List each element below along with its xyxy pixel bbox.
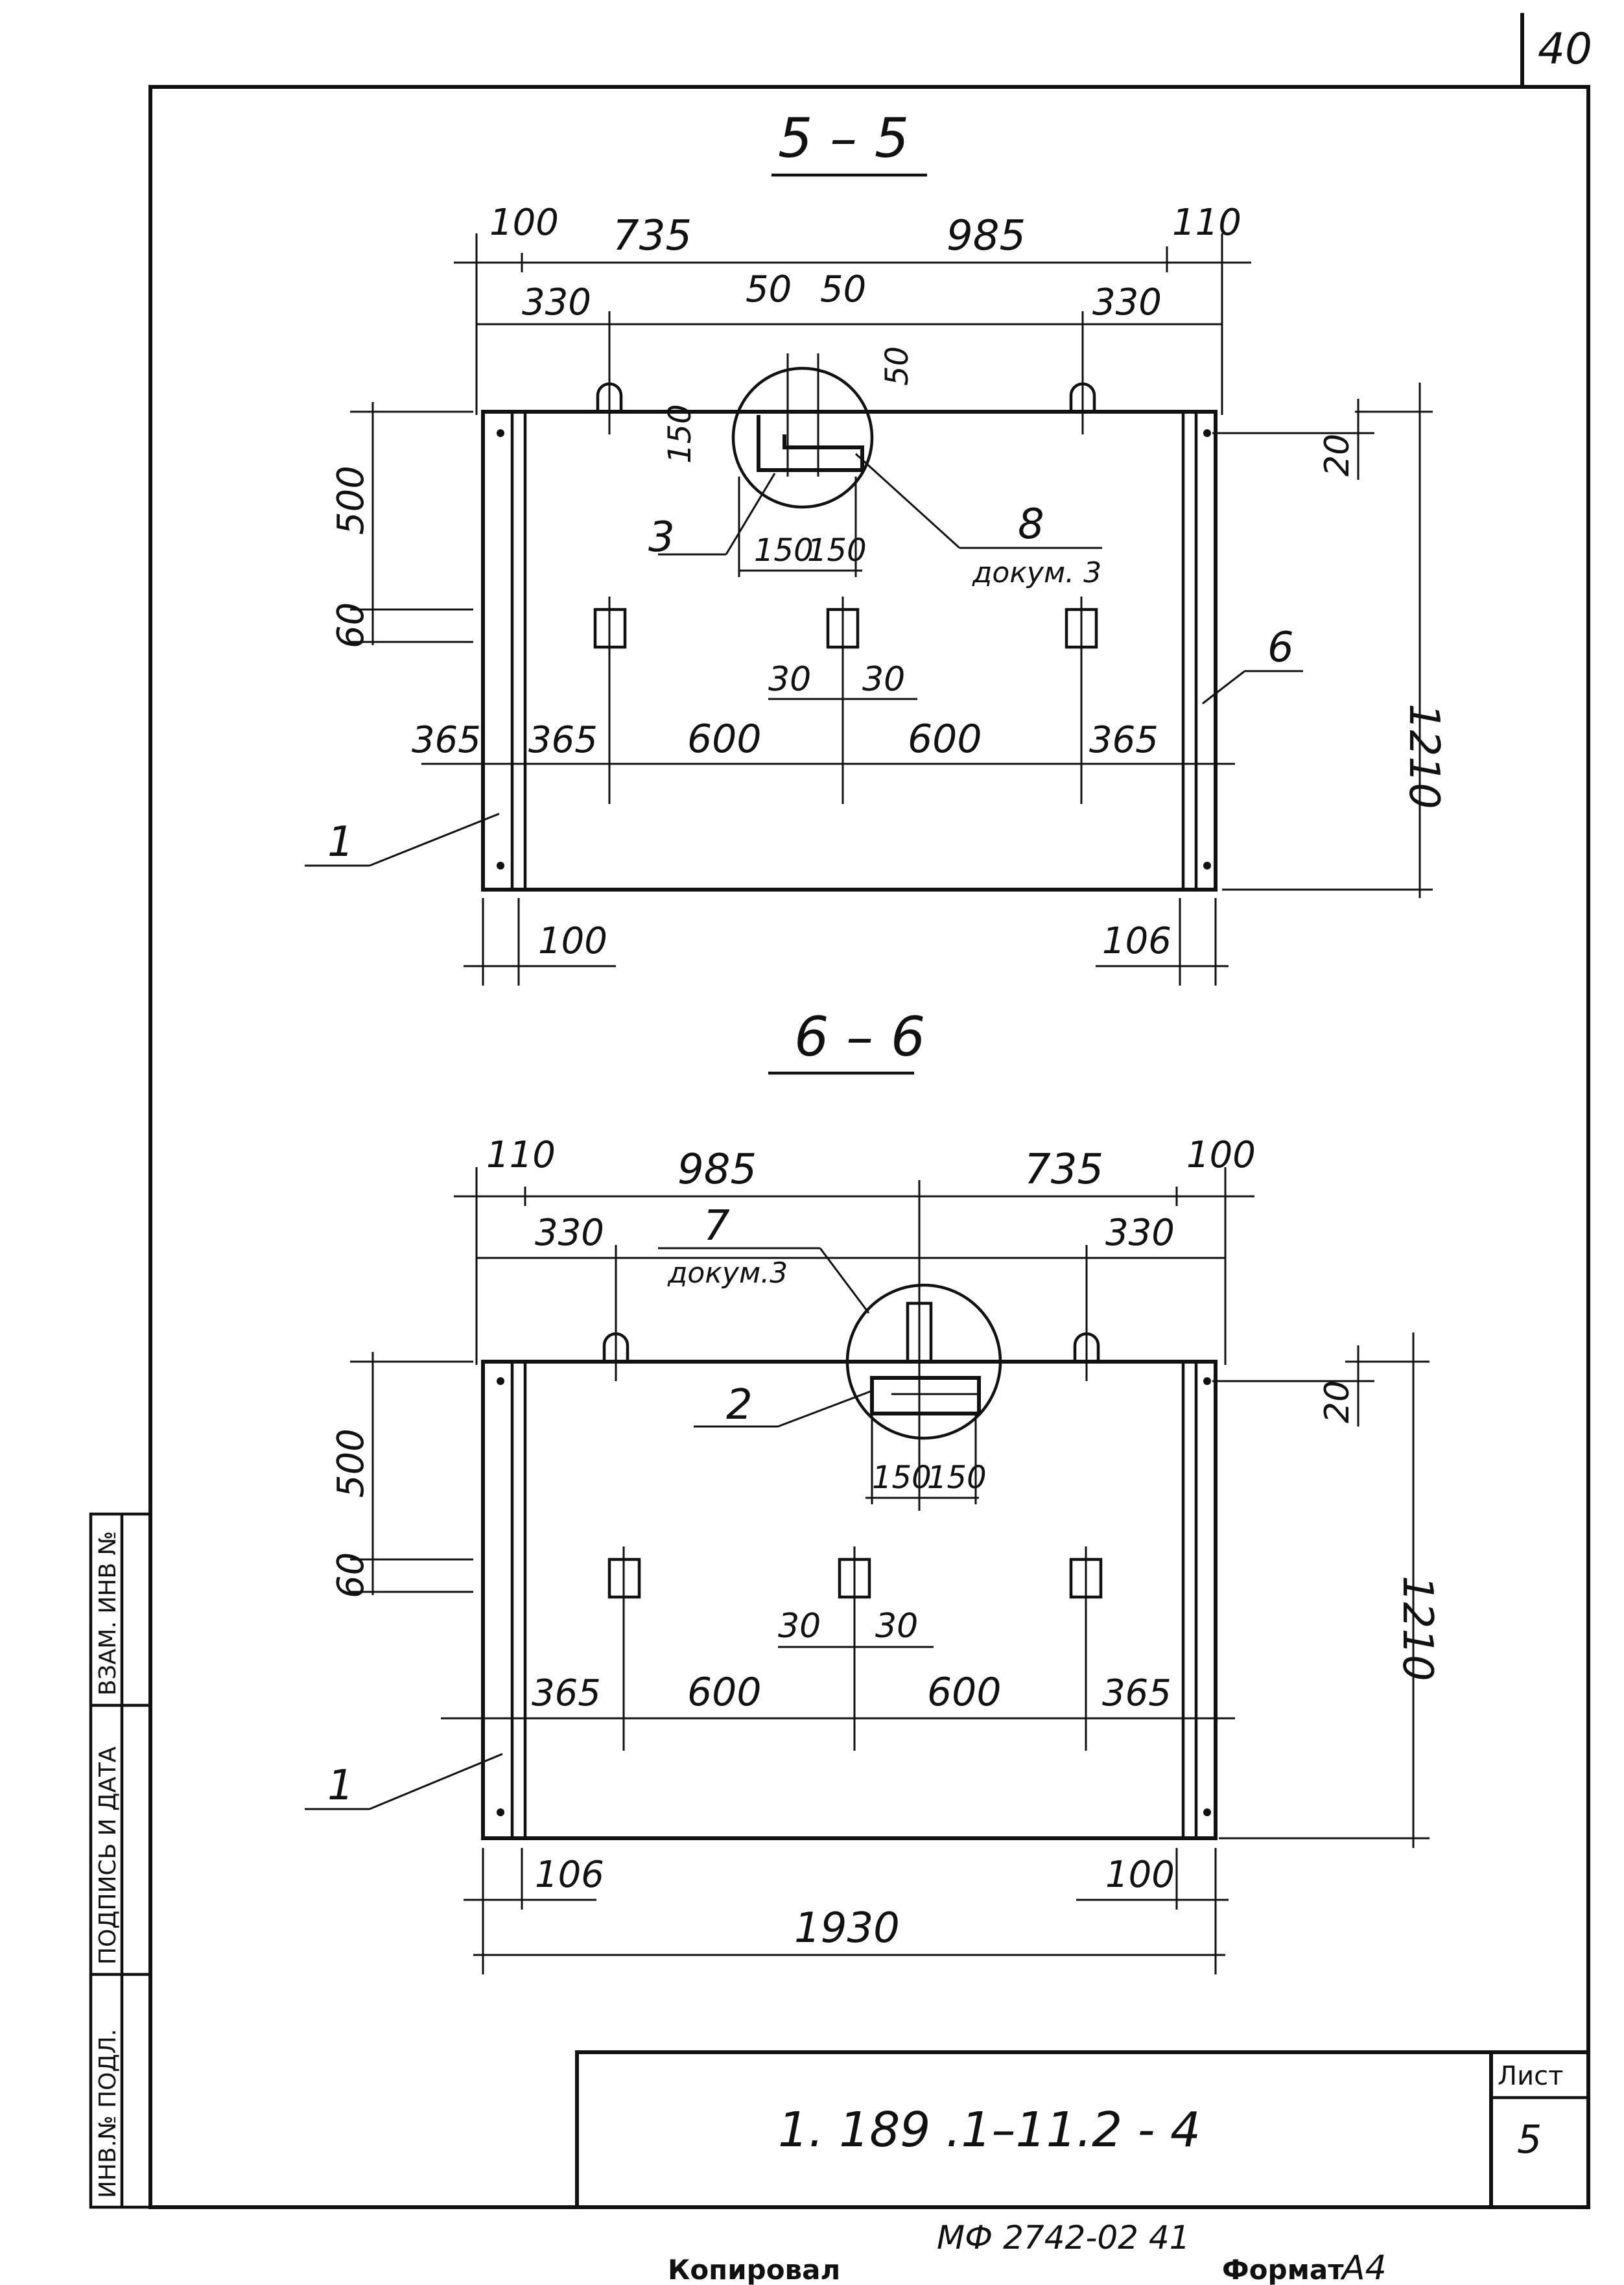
drawing-frame bbox=[148, 13, 1590, 2209]
dim-label: 365 bbox=[528, 719, 598, 761]
dim-label: 30 bbox=[768, 660, 811, 699]
dim-label: 100 bbox=[538, 920, 607, 962]
dim-label: 600 bbox=[687, 716, 762, 762]
dim-label: 365 bbox=[412, 719, 481, 761]
dim-label: 150 bbox=[662, 404, 698, 464]
dim-label: 50 bbox=[746, 268, 792, 311]
dim-label: 330 bbox=[522, 281, 591, 324]
callout-8-ref: докум. 3 bbox=[972, 556, 1101, 589]
dim-label: 365 bbox=[1102, 1672, 1171, 1714]
dim-label: 735 bbox=[613, 212, 692, 260]
dim-label: 106 bbox=[535, 1854, 604, 1896]
dim-label: 1210 bbox=[1400, 704, 1448, 809]
copied-label: Копировал bbox=[668, 2254, 840, 2285]
callout-8: 8 bbox=[1018, 501, 1044, 549]
sheet-label: Лист bbox=[1498, 2061, 1563, 2091]
title-block: 1. 189 .1–11.2 - 4 Лист 5 bbox=[575, 2050, 1590, 2209]
dim-label: 50 bbox=[879, 346, 915, 386]
block-outline-6-6 bbox=[481, 1360, 1218, 1840]
block-outline-5-5 bbox=[481, 410, 1218, 892]
dim-label: 30 bbox=[875, 1607, 918, 1646]
dim-label: 600 bbox=[908, 716, 982, 762]
dim-label: 100 bbox=[489, 202, 559, 244]
dim-label: 20 bbox=[1318, 1380, 1357, 1423]
dim-label: 60 bbox=[330, 1552, 372, 1598]
section-5-5: 5 – 5 100 bbox=[305, 106, 1448, 986]
dim-label: 330 bbox=[1105, 1212, 1175, 1254]
corner-sheet-number: 40 bbox=[1538, 24, 1592, 74]
callout-6: 6 bbox=[1267, 624, 1294, 672]
dim-label: 60 bbox=[330, 602, 372, 648]
dim-label: 330 bbox=[535, 1212, 604, 1254]
dim-label: 110 bbox=[486, 1134, 556, 1176]
format-value: А4 bbox=[1340, 2249, 1387, 2285]
dim-label: 110 bbox=[1172, 202, 1242, 244]
dim-label: 20 bbox=[1318, 434, 1357, 477]
dim-label: 330 bbox=[1092, 281, 1162, 324]
dim-label: 150 bbox=[754, 532, 814, 569]
dim-label: 600 bbox=[927, 1670, 1002, 1715]
dim-label: 735 bbox=[1024, 1146, 1103, 1194]
dim-label: 50 bbox=[820, 268, 866, 311]
format-label: Формат bbox=[1222, 2254, 1344, 2285]
dim-label: 150 bbox=[872, 1460, 932, 1496]
dim-label: 150 bbox=[927, 1460, 987, 1496]
dim-label: 1210 bbox=[1393, 1576, 1441, 1681]
dim-label: 100 bbox=[1186, 1134, 1256, 1176]
archive-number: МФ 2742-02 41 bbox=[937, 2219, 1190, 2256]
dim-label: 500 bbox=[330, 466, 372, 535]
callout-7: 7 bbox=[703, 1202, 730, 1250]
callout-2: 2 bbox=[726, 1381, 753, 1429]
sheet-number: 5 bbox=[1517, 2117, 1542, 2162]
callout-1: 1 bbox=[327, 1762, 354, 1810]
dim-label: 365 bbox=[1089, 719, 1159, 761]
section-5-5-title: 5 – 5 bbox=[778, 106, 909, 170]
dim-label: 150 bbox=[807, 532, 867, 569]
document-code: 1. 189 .1–11.2 - 4 bbox=[778, 2102, 1201, 2158]
dim-label: 365 bbox=[532, 1672, 601, 1714]
dim-label: 985 bbox=[677, 1146, 757, 1194]
dim-label: 600 bbox=[687, 1670, 762, 1715]
dim-label: 1930 bbox=[794, 1904, 900, 1952]
detail-circle-6-6 bbox=[845, 1283, 1002, 1440]
dim-label: 30 bbox=[862, 660, 905, 699]
stamp-label-top: ВЗАМ. ИНВ № bbox=[95, 1531, 121, 1696]
callout-7-ref: докум.3 bbox=[667, 1257, 788, 1290]
dim-label: 100 bbox=[1105, 1854, 1175, 1896]
dim-label: 500 bbox=[330, 1428, 372, 1498]
detail-circle-5-5 bbox=[731, 366, 874, 509]
side-stamp: ВЗАМ. ИНВ № ПОДПИСЬ И ДАТА ИНВ.№ ПОДЛ. bbox=[89, 1512, 152, 2209]
dim-label: 985 bbox=[947, 212, 1026, 260]
stamp-label-bottom: ИНВ.№ ПОДЛ. bbox=[95, 2029, 121, 2198]
dim-label: 106 bbox=[1102, 920, 1171, 962]
dim-label: 30 bbox=[778, 1607, 821, 1646]
callout-3: 3 bbox=[648, 514, 675, 562]
section-6-6: 6 – 6 150 150 bbox=[305, 1005, 1441, 1974]
stamp-label-middle: ПОДПИСЬ И ДАТА bbox=[95, 1746, 121, 1965]
callout-1: 1 bbox=[327, 818, 354, 866]
section-6-6-title: 6 – 6 bbox=[794, 1005, 925, 1069]
